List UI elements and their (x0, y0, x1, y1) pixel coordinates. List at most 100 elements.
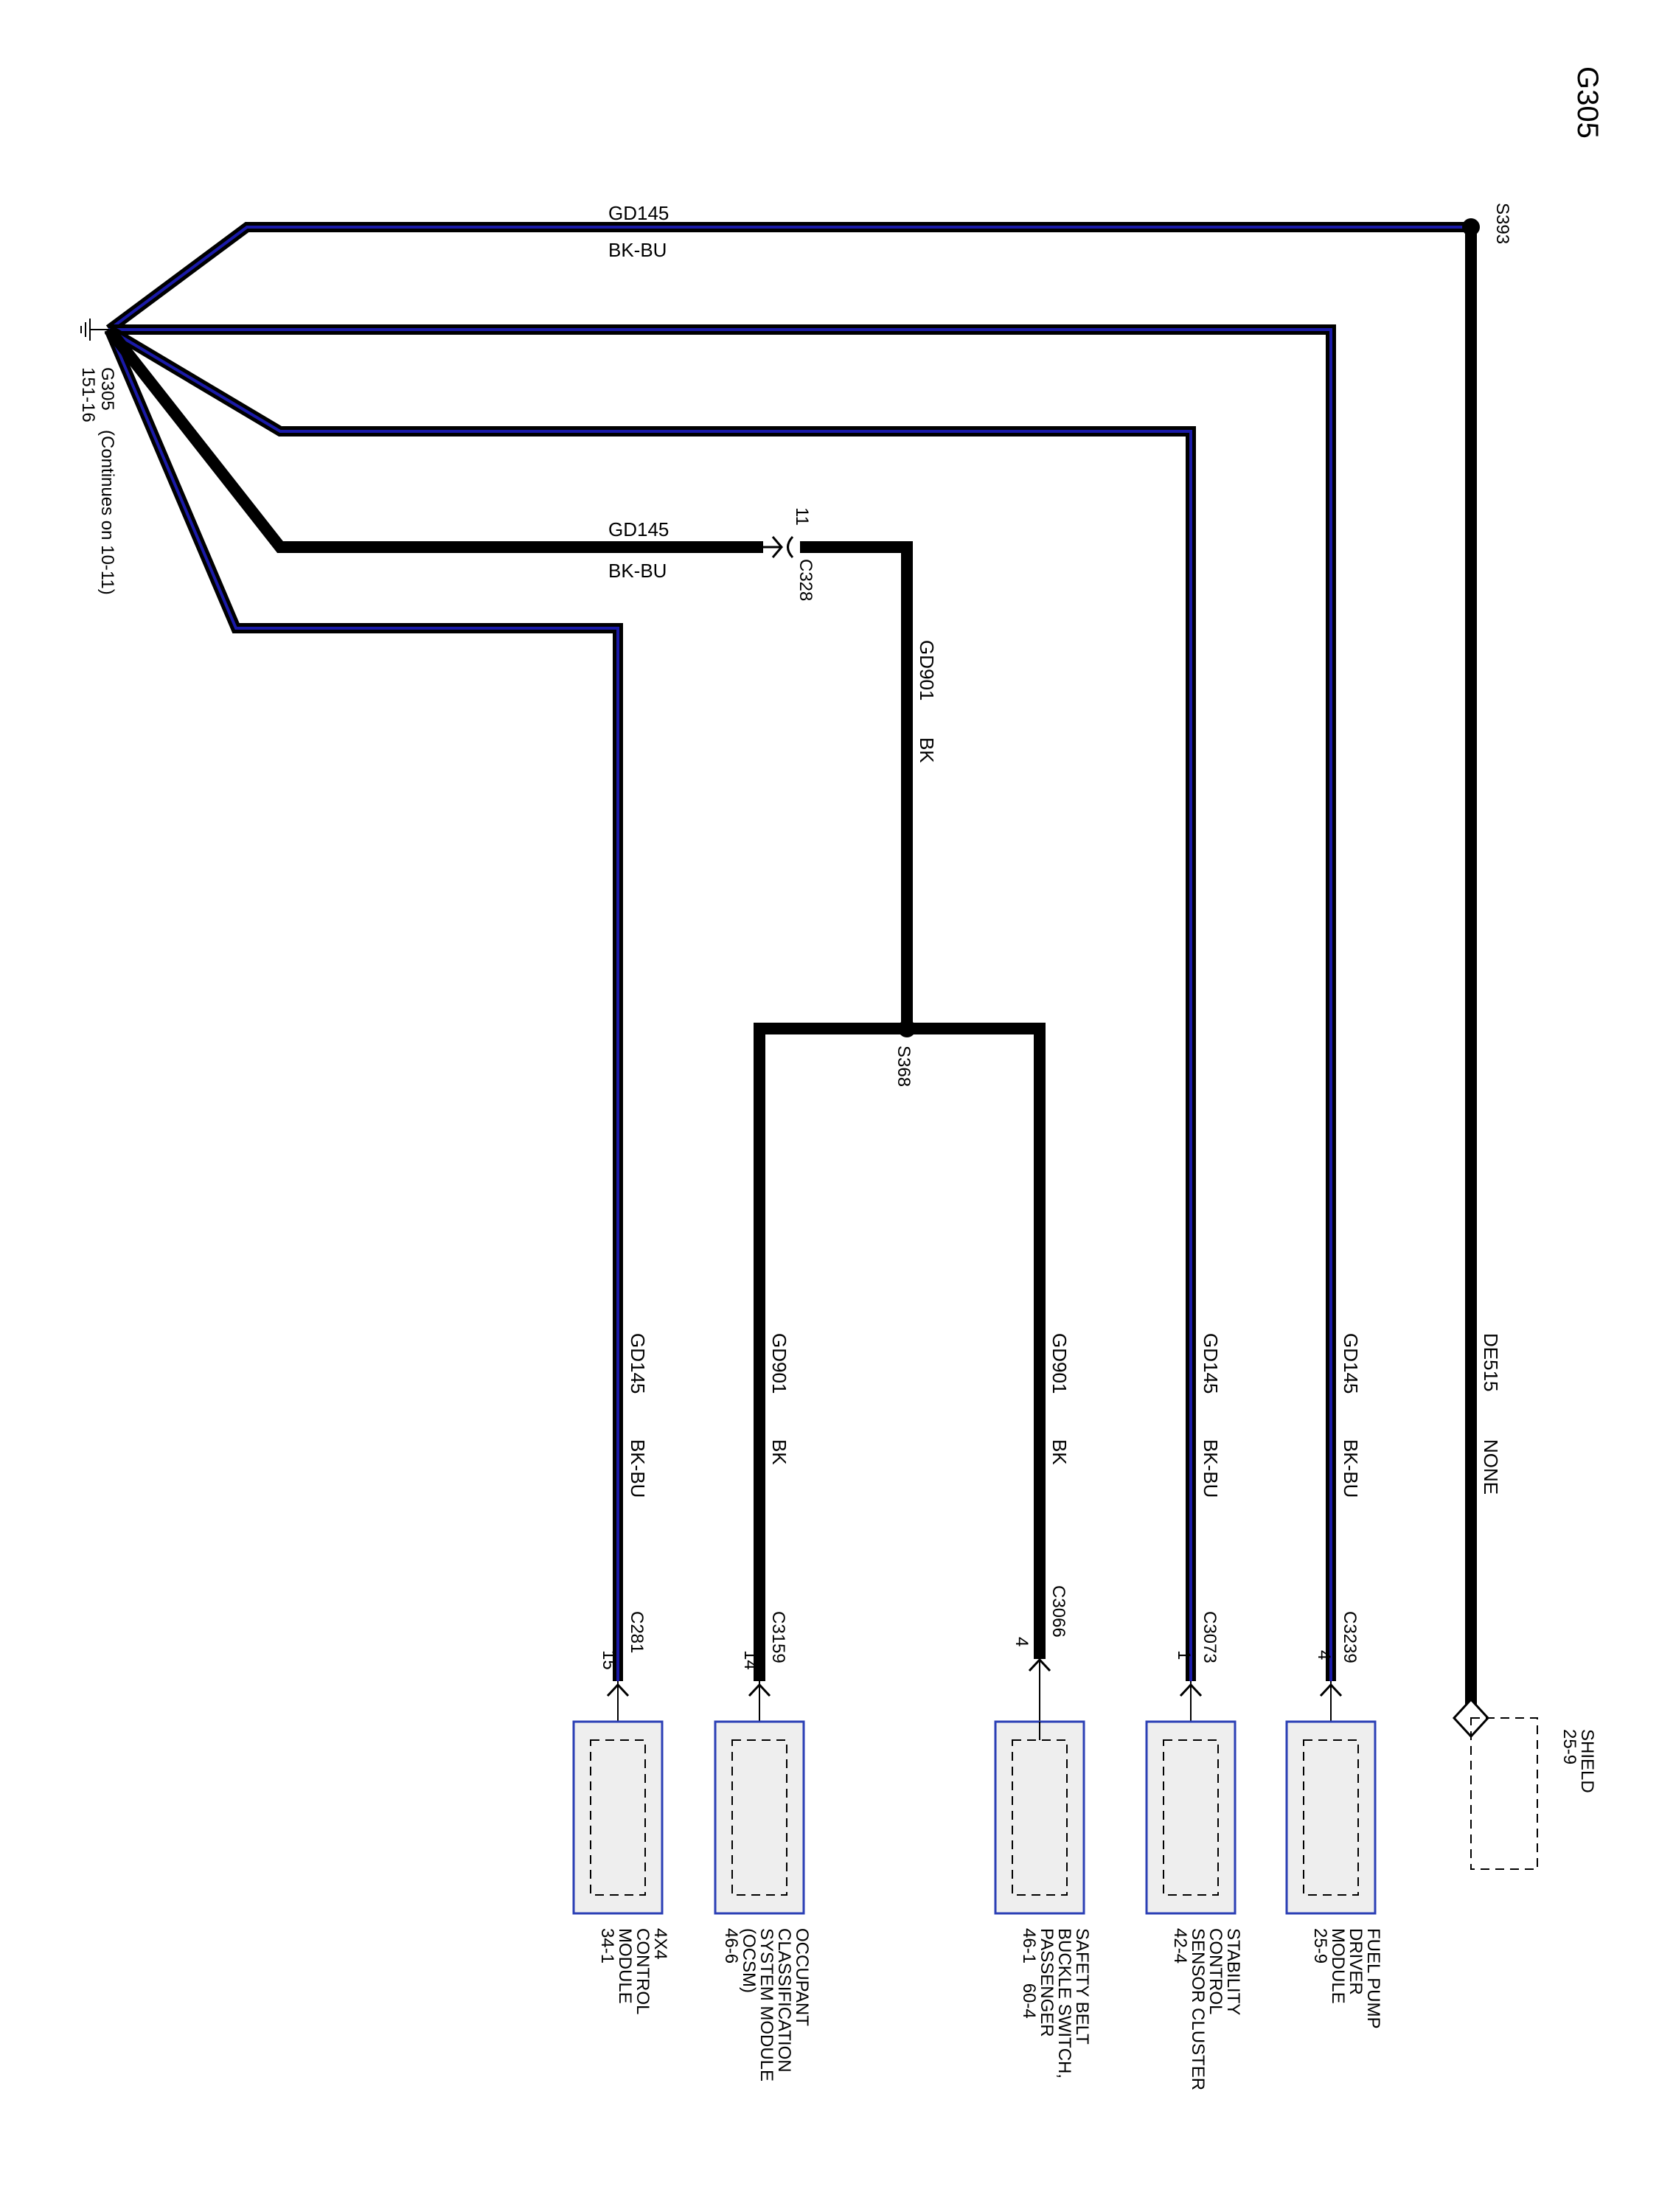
component-name-ocsm: OCCUPANT CLASSIFICATION SYSTEM MODULE (O… (721, 1928, 812, 2081)
connector-label: C328 (796, 559, 815, 601)
component-fuel-pump-module (1285, 1720, 1377, 1915)
component-name-stability: STABILITY CONTROL SENSOR CLUSTER 42-4 (1170, 1928, 1243, 2090)
module-inner (1012, 1739, 1068, 1896)
component-name-line: 46-1 60-4 (1019, 1928, 1039, 2019)
wire-label-4x4: GD145 BK-BU (627, 1333, 649, 1498)
splice-label: S368 (894, 1046, 914, 1087)
connector-c281: C281 15 (599, 1611, 647, 1733)
wire-fuel-pump (109, 324, 1336, 1681)
connector-c328: 11 C328 (763, 507, 815, 601)
connector-c3159: C3159 14 (740, 1611, 788, 1733)
module-inner (731, 1739, 787, 1896)
component-name-line: SAFETY BELT (1072, 1928, 1092, 2045)
wire-color: BK-BU (1340, 1439, 1362, 1498)
component-name-line: 4X4 (650, 1928, 670, 1960)
connector-pin: 14 (740, 1650, 760, 1670)
component-name-line: (OCSM) (739, 1928, 759, 1993)
splice-label: S393 (1492, 203, 1512, 244)
wire-top-color: BK-BU (608, 239, 667, 261)
wire-color: BK-BU (627, 1439, 649, 1498)
wire-circuit: GD901 (1048, 1333, 1071, 1394)
connector-label: C3073 (1200, 1611, 1220, 1663)
wires (104, 222, 1477, 1733)
connector-label: C3066 (1048, 1585, 1068, 1638)
connector-socket (787, 535, 794, 559)
component-name-line: 42-4 (1170, 1928, 1190, 1964)
component-name-line: SYSTEM MODULE (757, 1928, 776, 2081)
component-name-shield: SHIELD 25-9 (1559, 1729, 1597, 1793)
connector-pin: 1 (1174, 1650, 1194, 1660)
component-name-line: 34-1 (597, 1928, 617, 1964)
connector-label: C3239 (1340, 1611, 1360, 1663)
component-name-line: PASSENGER (1037, 1928, 1057, 2037)
ground-ref: 151-16 (78, 367, 98, 422)
wire-label-shield: DE515 NONE (1480, 1333, 1502, 1495)
ground-g305: G305 151-16 (Continues on 10-11) (78, 319, 117, 595)
wire-c328-in-circuit: GD145 (608, 518, 669, 540)
wire-label-seatbelt: GD901 BK (1048, 1333, 1071, 1465)
module-box (994, 1720, 1085, 1915)
connector-label: C3159 (768, 1611, 788, 1663)
component-name-line: CONTROL (633, 1928, 653, 2014)
wire-c328-out-circuit: GD901 (916, 640, 938, 700)
module-box (714, 1720, 805, 1915)
connector-c3239: C3239 4 (1314, 1611, 1360, 1733)
component-name-line: OCCUPANT (792, 1928, 812, 2026)
wire-circuit: GD145 (627, 1333, 649, 1394)
splice-dot (1462, 218, 1480, 236)
wire-c328-in (104, 326, 763, 553)
wire-s368-branch (754, 1023, 1046, 1681)
component-ocsm (714, 1720, 805, 1915)
ground-note: (Continues on 10-11) (97, 430, 117, 595)
connector-pin: 4 (1314, 1650, 1334, 1660)
component-name-line: SENSOR CLUSTER (1188, 1928, 1208, 2090)
connector-c3066: C3066 4 (1012, 1585, 1068, 1672)
component-stability-cluster (1145, 1720, 1237, 1915)
wire-circuit: GD901 (768, 1333, 790, 1394)
component-name-line: 25-9 (1310, 1928, 1330, 1964)
module-inner (1163, 1739, 1219, 1896)
component-name-line: FUEL PUMP (1363, 1928, 1383, 2028)
component-name-line: STABILITY (1223, 1928, 1243, 2015)
wire-color: BK (1048, 1439, 1071, 1465)
connector-symbol (1028, 1658, 1051, 1672)
wire-stability (106, 324, 1196, 1681)
splice-s393: S393 (1462, 203, 1512, 244)
wire-c328-out (800, 541, 913, 1029)
wire-top-s393 (105, 222, 1471, 334)
splice-s368: S368 (894, 1020, 916, 1087)
wire-top-circuit: GD145 (608, 202, 669, 224)
connector-pin: 15 (599, 1650, 619, 1670)
wire-circuit: GD145 (1340, 1333, 1362, 1394)
component-name-line: 46-6 (721, 1928, 741, 1964)
component-name-line: DRIVER (1346, 1928, 1366, 1995)
wire-c328-in-color: BK-BU (608, 560, 667, 582)
shield-outline (1470, 1717, 1538, 1870)
component-name-line: BUCKLE SWITCH, (1054, 1928, 1074, 2079)
component-name-line: CONTROL (1206, 1928, 1225, 2014)
module-inner (1303, 1739, 1359, 1896)
component-seatbelt-switch (994, 1720, 1085, 1915)
component-name-line: CLASSIFICATION (774, 1928, 794, 2073)
ground-label: G305 (97, 367, 117, 411)
module-inner (590, 1739, 646, 1896)
module-box (1285, 1720, 1377, 1915)
connector-c3073: C3073 1 (1174, 1611, 1220, 1733)
module-box (572, 1720, 664, 1915)
wire-c328-out-color: BK (916, 737, 938, 763)
wire-color: BK (768, 1439, 790, 1465)
component-shield (1452, 1697, 1538, 1870)
component-name-line: MODULE (615, 1928, 635, 2004)
wire-4x4 (104, 327, 623, 1681)
wire-circuit: GD145 (1200, 1333, 1222, 1394)
wire-label-ocsm: GD901 BK (768, 1333, 790, 1465)
splice-dot (898, 1020, 916, 1037)
wire-label-fuel-pump: GD145 BK-BU (1340, 1333, 1362, 1498)
connector-symbol (763, 536, 783, 558)
component-name-fuel-pump: FUEL PUMP DRIVER MODULE 25-9 (1310, 1928, 1383, 2028)
page-title: G305 (1571, 66, 1604, 139)
component-name-line: MODULE (1328, 1928, 1348, 2004)
wire-circuit: DE515 (1480, 1333, 1502, 1392)
connector-pin: 11 (792, 507, 812, 526)
